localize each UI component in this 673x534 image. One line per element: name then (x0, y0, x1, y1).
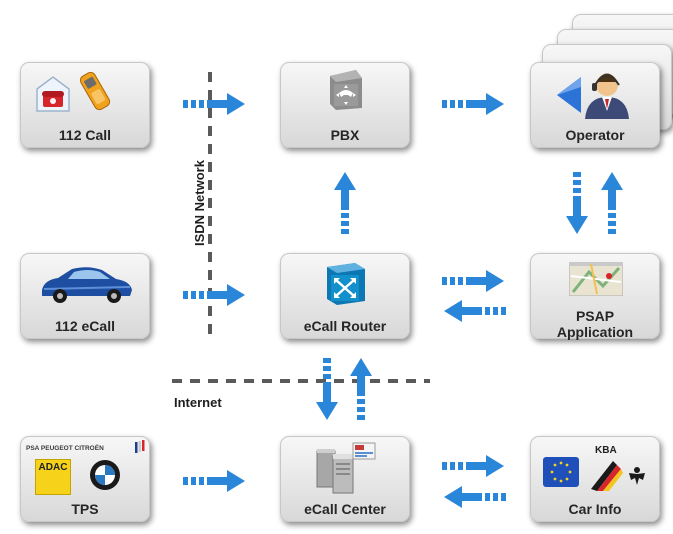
node-car-info[interactable]: KBA Car Info (530, 436, 660, 522)
router-icon (327, 263, 365, 305)
eu-flag-icon (543, 457, 579, 487)
arrow-112ecall-to-router (183, 284, 245, 306)
server-icon (316, 442, 376, 494)
adac-logo-text: ADAC (38, 462, 68, 473)
node-label-pbx: PBX (330, 127, 360, 143)
node-label-112-ecall: 112 eCall (55, 318, 115, 334)
adac-logo: ADAC (35, 459, 71, 495)
arrow-psap-to-router (444, 300, 506, 322)
mobile-phone-icon (79, 71, 111, 111)
map-icon (569, 262, 623, 296)
node-label-psap-line1: PSAP (575, 308, 615, 324)
arrow-tps-to-ecall-center (183, 470, 245, 492)
arrow-ecall-center-to-router (350, 358, 372, 420)
eagle-icon (629, 467, 645, 485)
arrow-router-to-psap (442, 270, 504, 292)
german-flag-icon (591, 461, 623, 491)
arrow-router-to-ecall-center (316, 358, 338, 420)
arrow-router-to-pbx (334, 172, 356, 234)
node-label-112-call: 112 Call (58, 127, 112, 143)
node-label-psap-line2: Application (556, 324, 634, 340)
internet-dashed-line (172, 379, 430, 383)
node-112-call[interactable]: 112 Call (20, 62, 150, 148)
arrow-112call-to-pbx (183, 93, 245, 115)
node-112-ecall[interactable]: 112 eCall (20, 253, 150, 339)
blue-car-icon (42, 267, 132, 303)
node-ecall-router[interactable]: eCall Router (280, 253, 410, 339)
kba-logo-text: KBA (595, 445, 617, 456)
node-tps[interactable]: PSA PEUGEOT CITROËN ADAC TPS (20, 436, 150, 522)
node-psap-application[interactable]: PSAP Application (530, 253, 660, 340)
node-pbx[interactable]: PBX (280, 62, 410, 148)
node-label-ecall-center: eCall Center (304, 501, 386, 517)
psa-logo-text: PSA PEUGEOT CITROËN (26, 445, 104, 452)
node-label-ecall-router: eCall Router (303, 318, 387, 334)
arrow-operator-to-psap (566, 172, 588, 234)
pbx-phone-icon (330, 70, 362, 110)
arrow-pbx-to-operator (442, 93, 504, 115)
arrow-psap-to-operator (601, 172, 623, 234)
internet-label: Internet (174, 395, 222, 410)
node-label-tps: TPS (71, 501, 99, 517)
red-phone-icon (36, 76, 70, 112)
node-operator[interactable]: Operator (530, 62, 660, 148)
node-label-operator: Operator (565, 127, 625, 143)
headset-operator-icon (557, 73, 629, 119)
node-ecall-center[interactable]: eCall Center (280, 436, 410, 522)
bmw-logo-icon (90, 460, 120, 490)
isdn-network-label: ISDN Network (192, 160, 207, 246)
arrow-car-info-to-ecall-center (444, 486, 506, 508)
arrow-ecall-center-to-car-info (442, 455, 504, 477)
node-label-car-info: Car Info (568, 501, 622, 517)
psa-flag-mark (135, 440, 145, 453)
